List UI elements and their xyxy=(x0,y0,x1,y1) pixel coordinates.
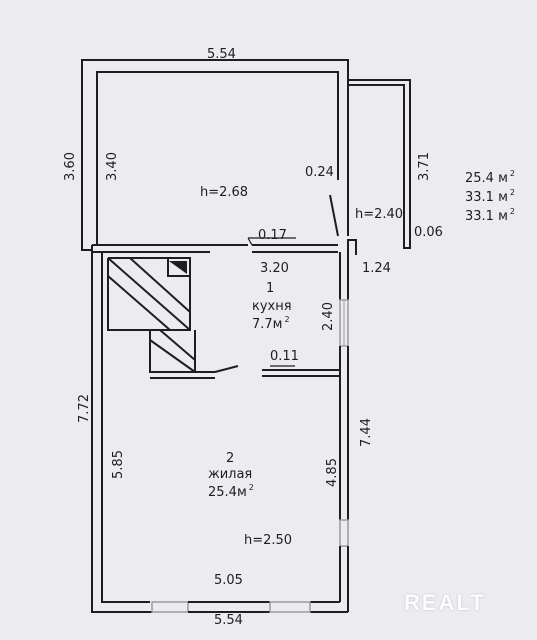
stove xyxy=(167,257,191,277)
room-1-name: кухня xyxy=(252,299,292,314)
room-1-area-value: 7.7м xyxy=(252,317,283,332)
dim-left-inner-upper: 3.40 xyxy=(104,152,120,181)
veranda-wall xyxy=(348,79,411,88)
door-leaf-2 xyxy=(214,365,239,373)
room-2-name: жилая xyxy=(208,467,253,482)
room-2-area-unit: 2 xyxy=(248,483,254,492)
watermark-logo: REALT xyxy=(404,590,486,615)
bottom-window-right xyxy=(269,601,311,613)
dim-top-width: 5.54 xyxy=(207,47,236,62)
dim-veranda-wall: 0.06 xyxy=(414,225,443,240)
veranda-bottom xyxy=(347,239,357,255)
dim-left-outer-lower: 7.72 xyxy=(76,394,92,423)
veranda-bottom-right xyxy=(403,236,411,249)
dim-partition-thickness: 0.24 xyxy=(305,165,334,180)
outer-wall-lower-left xyxy=(91,245,152,613)
dim-left-outer-upper: 3.60 xyxy=(62,152,78,181)
dim-right-outer-lower: 7.44 xyxy=(358,418,374,447)
room-1-number: 1 xyxy=(266,281,275,296)
room-1-area-unit: 2 xyxy=(284,315,290,324)
dim-bottom-width: 5.54 xyxy=(214,613,243,628)
room-2-area-value: 25.4м xyxy=(208,485,247,500)
dim-kitchen-width: 3.20 xyxy=(260,261,289,276)
door-leaf xyxy=(329,194,339,237)
bottom-window-left xyxy=(151,601,189,613)
living-window-right xyxy=(339,519,349,547)
inner-wall-lower-left xyxy=(101,252,150,603)
inner-wall-upper xyxy=(96,71,339,245)
dim-wall-011: 0.11 xyxy=(270,349,299,364)
dim-room2-inner-width: 5.05 xyxy=(214,573,243,588)
room-2-number: 2 xyxy=(226,451,235,466)
dim-veranda-height: h=2.40 xyxy=(355,207,404,222)
dim-room2-inner-right: 4.85 xyxy=(324,458,340,487)
veranda-wall-inner xyxy=(348,84,405,90)
outer-wall-upper xyxy=(81,59,349,251)
dim-room2-height: h=2.50 xyxy=(244,533,293,548)
dim-wall-017: 0.17 xyxy=(258,228,287,243)
dim-upper-room-height: h=2.68 xyxy=(200,185,249,200)
dim-veranda-width: 1.24 xyxy=(362,261,391,276)
dim-room2-inner-left: 5.85 xyxy=(110,450,126,479)
dim-veranda-depth: 3.71 xyxy=(416,152,432,181)
dim-kitchen-side: 2.40 xyxy=(320,302,336,331)
